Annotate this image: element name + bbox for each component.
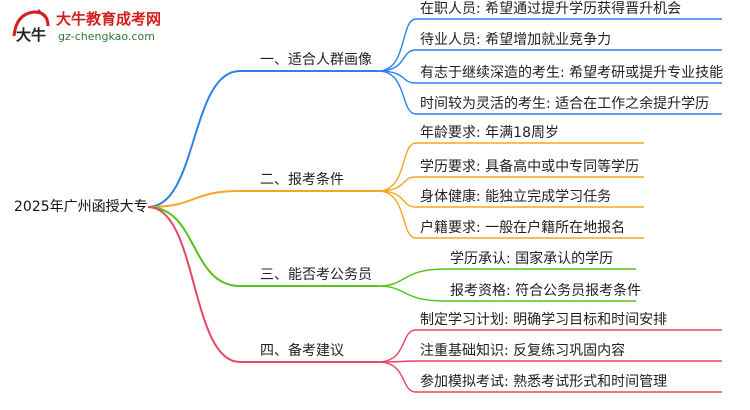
- leaf-label: 学历承认: 国家承认的学历: [450, 251, 614, 267]
- leaf-label: 在职人员: 希望通过提升学历获得晋升机会: [420, 1, 682, 17]
- branch-leaf-connector: [377, 329, 722, 363]
- branch-label: 三、能否考公务员: [260, 267, 372, 283]
- branch-leaf-connector: [377, 176, 644, 192]
- branch-leaf-connector: [377, 268, 636, 287]
- root-topic: 2025年广州函授大专: [14, 199, 148, 215]
- branch-leaf-connector: [377, 70, 722, 84]
- leaf-label: 身体健康: 能独立完成学习任务: [420, 189, 612, 205]
- leaf-label: 待业人员: 希望增加就业竞争力: [420, 32, 612, 48]
- branch-leaf-connector: [377, 18, 722, 72]
- leaf-label: 有志于继续深造的考生: 希望考研或提升专业技能: [420, 65, 724, 81]
- leaf-label: 参加模拟考试: 熟悉考试形式和时间管理: [420, 374, 668, 390]
- leaf-label: 注重基础知识: 反复练习巩固内容: [420, 343, 626, 359]
- branch-leaf-connector: [377, 285, 636, 302]
- branch-leaf-connector: [377, 142, 644, 192]
- branch-label: 一、适合人群画像: [260, 52, 372, 68]
- leaf-label: 户籍要求: 一般在户籍所在地报名: [420, 220, 626, 236]
- branch-leaf-connector: [377, 49, 722, 72]
- leaf-label: 学历要求: 具备高中或中专同等学历: [420, 159, 640, 175]
- root-branch-connector: [147, 206, 378, 363]
- watermark-url: gz-chengkao.com: [58, 30, 155, 43]
- watermark-logo: 大牛 大牛教育成考网 gz-chengkao.com: [8, 6, 208, 48]
- leaf-label: 制定学习计划: 明确学习目标和时间安排: [420, 312, 668, 328]
- branch-label: 二、报考条件: [260, 172, 344, 188]
- leaf-label: 报考资格: 符合公务员报考条件: [450, 283, 642, 299]
- root-branch-connector: [147, 206, 378, 287]
- branch-leaf-connector: [377, 70, 722, 115]
- branch-leaf-connector: [377, 190, 644, 239]
- branch-label: 四、备考建议: [260, 343, 344, 359]
- root-branch-connector: [147, 190, 378, 208]
- watermark-title: 大牛教育成考网: [56, 10, 162, 28]
- branch-leaf-connector: [377, 190, 644, 208]
- niu-logo-icon: 大牛: [12, 9, 50, 44]
- leaf-label: 年龄要求: 年满18周岁: [420, 125, 559, 141]
- root-branch-connector: [147, 70, 378, 208]
- leaf-label: 时间较为灵活的考生: 适合在工作之余提升学历: [420, 96, 710, 112]
- branch-leaf-connector: [377, 360, 722, 363]
- branch-leaf-connector: [377, 361, 722, 393]
- logo-mark-text: 大牛: [16, 26, 46, 44]
